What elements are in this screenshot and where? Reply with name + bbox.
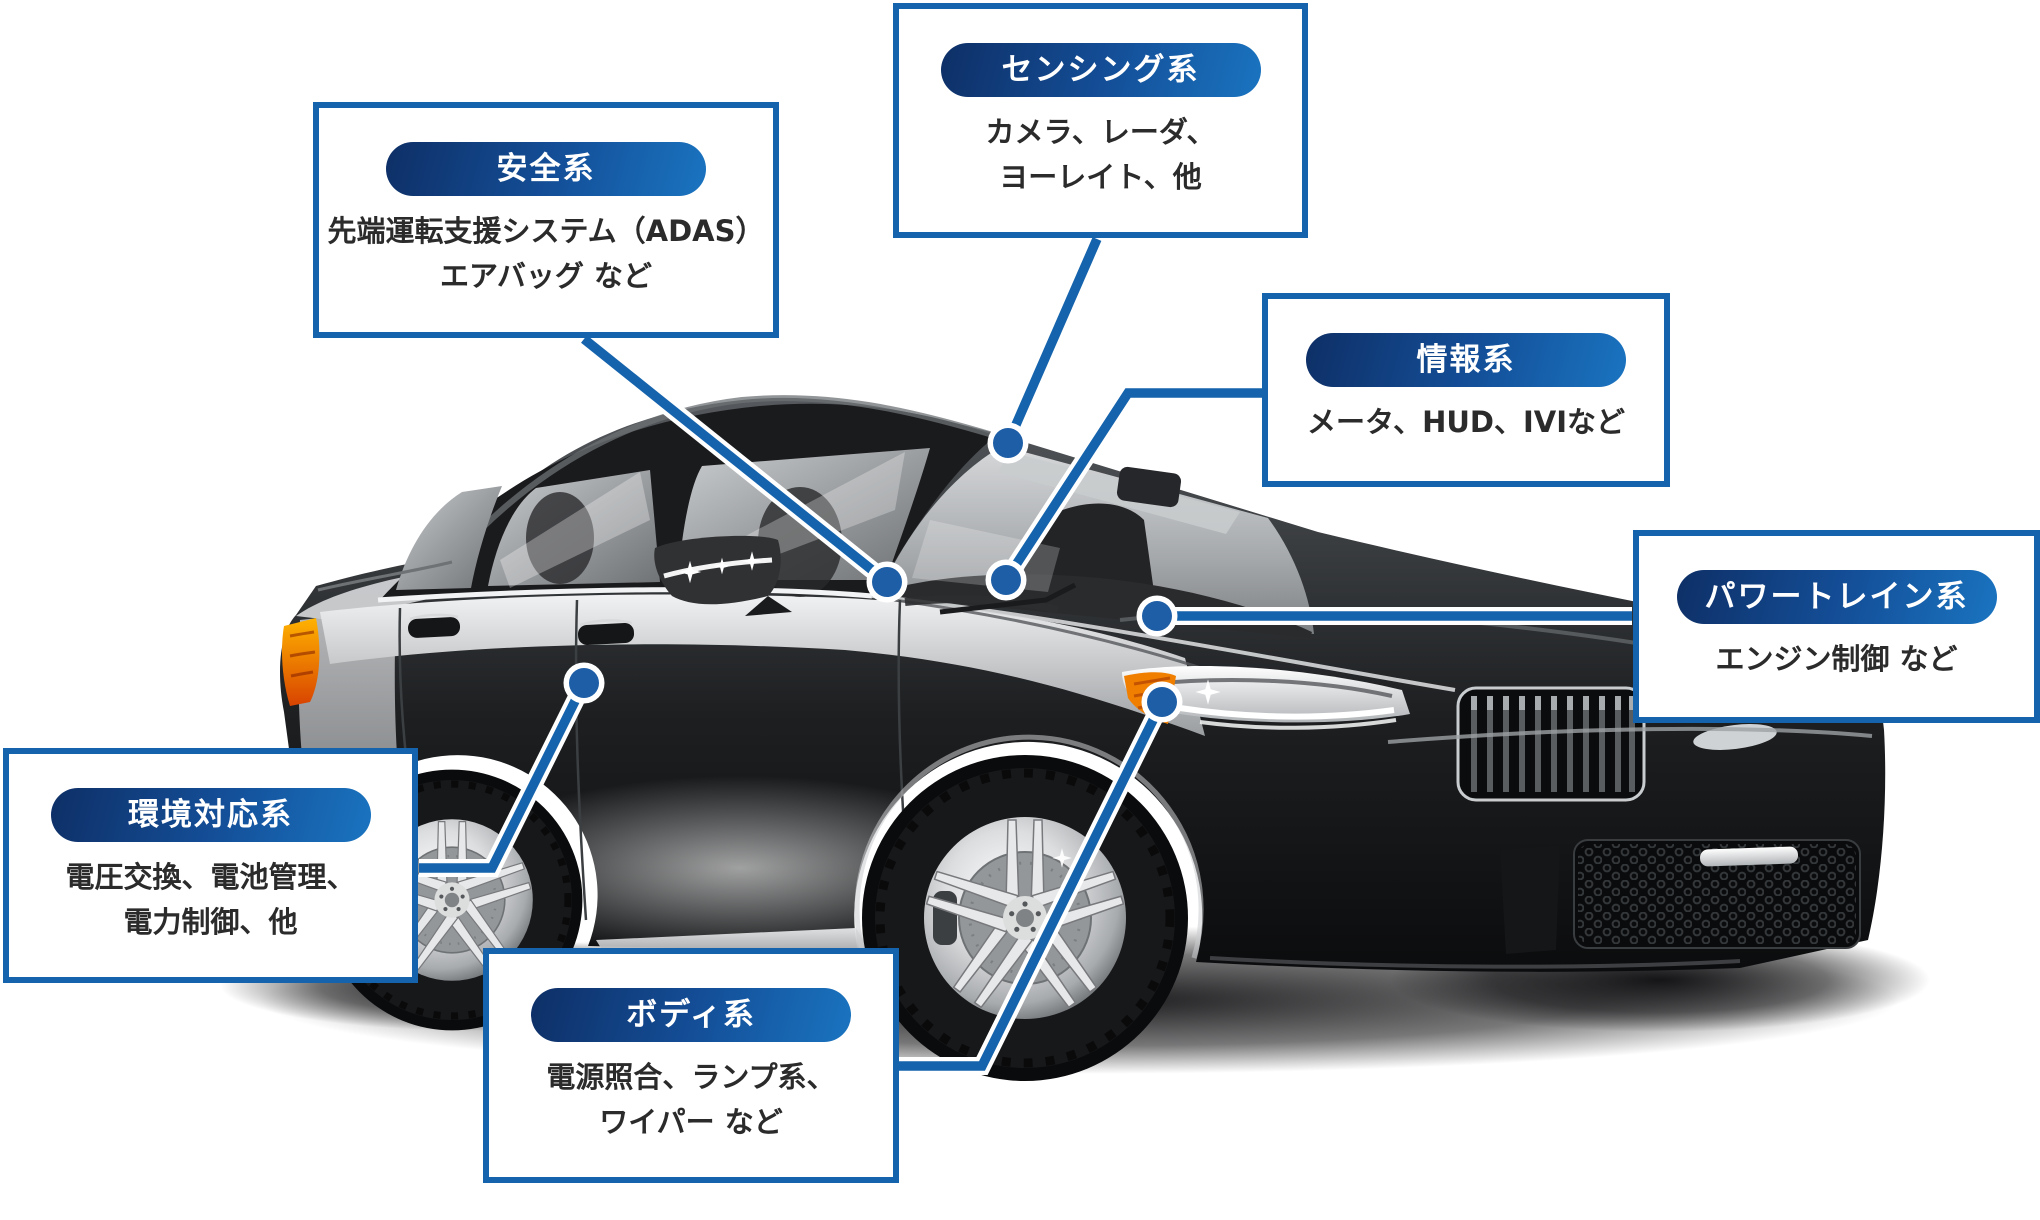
connector-line-environment bbox=[419, 680, 589, 873]
callout-body-line-2: ワイパー など bbox=[599, 1105, 783, 1139]
callout-info-text: メータ、HUD、IVIなど bbox=[1268, 400, 1664, 445]
callout-info-line-1: メータ、HUD、IVIなど bbox=[1306, 405, 1626, 439]
callout-safety-text: 先端運転支援システム（ADAS） エアバッグ など bbox=[319, 209, 773, 299]
callout-body-title: ボディ系 bbox=[626, 997, 756, 1033]
connector-casing-body bbox=[899, 698, 1171, 1075]
callout-info-title: 情報系 bbox=[1416, 342, 1516, 378]
callout-sensing-line-2: ヨーレイト、他 bbox=[999, 160, 1202, 194]
marker-dot-sensing bbox=[993, 428, 1023, 458]
callout-safety-line-1: 先端運転支援システム（ADAS） bbox=[327, 214, 765, 248]
callout-powertrain-title: パワートレイン系 bbox=[1704, 579, 1969, 615]
marker-dot-powertrain bbox=[1142, 601, 1172, 631]
callout-environment: 環境対応系 電圧交換、電池管理、 電力制御、他 bbox=[3, 748, 418, 983]
callout-sensing-title-pill: センシング系 bbox=[940, 43, 1261, 97]
callout-sensing-title: センシング系 bbox=[1001, 52, 1200, 88]
callout-powertrain-line-1: エンジン制御 など bbox=[1715, 642, 1958, 676]
callout-sensing: センシング系 カメラ、レーダ、 ヨーレイト、他 bbox=[893, 3, 1308, 238]
rear-quarter-window bbox=[396, 486, 502, 590]
callout-powertrain-title-pill: パワートレイン系 bbox=[1676, 570, 1997, 624]
callout-environment-line-1: 電圧交換、電池管理、 bbox=[65, 860, 356, 894]
callout-environment-title: 環境対応系 bbox=[128, 797, 293, 833]
connector-line-info bbox=[1002, 388, 1262, 583]
callout-info: 情報系 メータ、HUD、IVIなど bbox=[1262, 293, 1670, 487]
callout-powertrain-text: エンジン制御 など bbox=[1639, 637, 2034, 682]
front-grille bbox=[1456, 686, 1646, 802]
callout-environment-title-pill: 環境対応系 bbox=[50, 788, 371, 842]
callout-environment-text: 電圧交換、電池管理、 電力制御、他 bbox=[9, 855, 412, 945]
door-handles bbox=[408, 613, 635, 645]
callout-safety-line-2: エアバッグ など bbox=[440, 259, 652, 293]
connector-line-sensing bbox=[1003, 237, 1102, 445]
callout-body-line-1: 電源照合、ランプ系、 bbox=[546, 1060, 836, 1094]
marker-dots bbox=[563, 422, 1183, 723]
side-mirror bbox=[654, 535, 792, 616]
callout-body: ボディ系 電源照合、ランプ系、 ワイパー など bbox=[483, 948, 899, 1183]
callout-powertrain: パワートレイン系 エンジン制御 など bbox=[1633, 530, 2040, 723]
callout-safety-title-pill: 安全系 bbox=[386, 142, 706, 196]
callout-safety: 安全系 先端運転支援システム（ADAS） エアバッグ など bbox=[313, 102, 779, 338]
callout-environment-line-2: 電力制御、他 bbox=[123, 905, 298, 939]
callout-sensing-text: カメラ、レーダ、 ヨーレイト、他 bbox=[899, 110, 1302, 200]
callout-sensing-line-1: カメラ、レーダ、 bbox=[985, 115, 1216, 149]
callout-body-title-pill: ボディ系 bbox=[531, 988, 851, 1042]
callout-info-title-pill: 情報系 bbox=[1306, 333, 1626, 387]
connector-line-body bbox=[899, 699, 1167, 1071]
connector-casing-info bbox=[998, 384, 1262, 585]
fog-lamp bbox=[1700, 846, 1799, 867]
tail-lamp bbox=[282, 618, 320, 706]
marker-dot-body bbox=[1147, 687, 1177, 717]
marker-dot-safety bbox=[872, 567, 902, 597]
front-bumper bbox=[1209, 726, 1873, 969]
callout-body-text: 電源照合、ランプ系、 ワイパー など bbox=[489, 1055, 893, 1145]
marker-dot-info bbox=[991, 565, 1021, 595]
callout-safety-title: 安全系 bbox=[496, 151, 596, 187]
marker-dot-environment bbox=[569, 668, 599, 698]
connector-line-safety bbox=[581, 335, 890, 586]
